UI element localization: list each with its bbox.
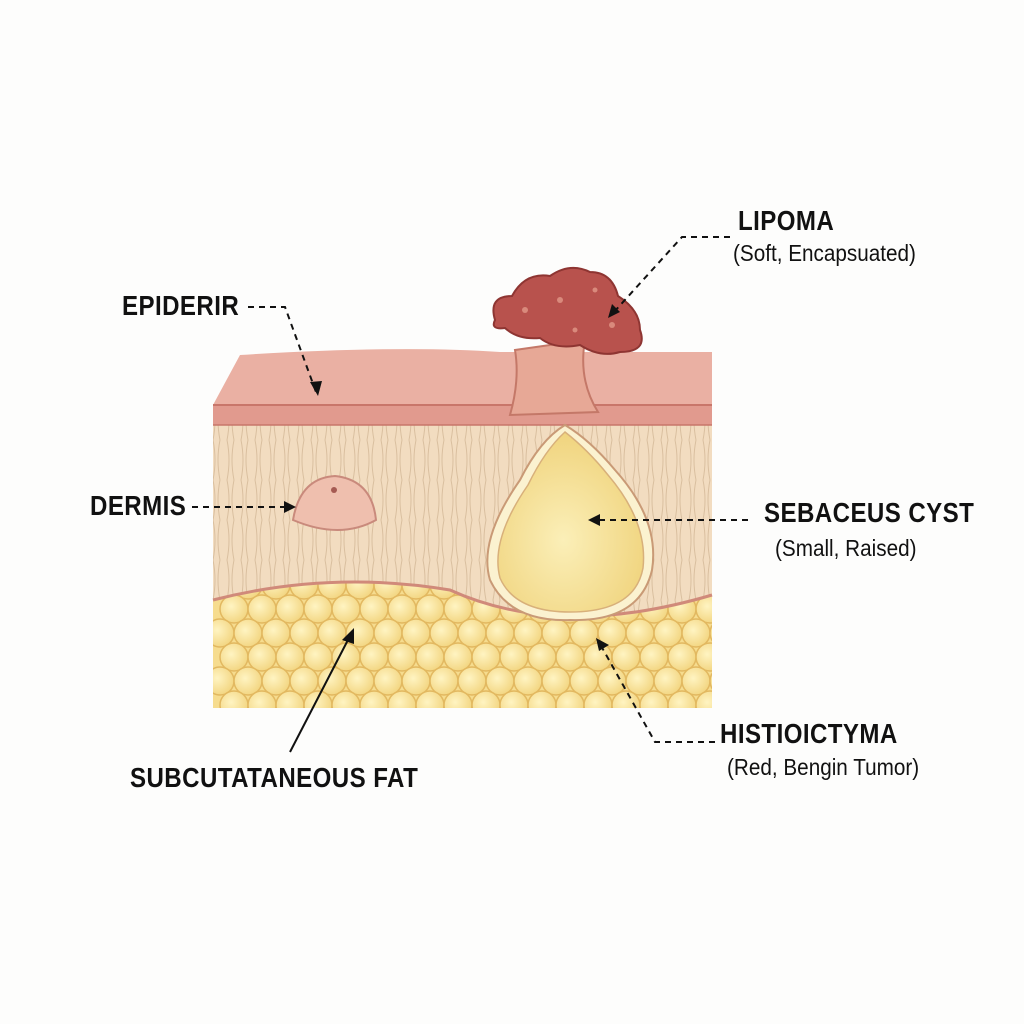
fat-cell [681, 666, 711, 696]
fat-cell [625, 618, 655, 648]
fat-leader-line [289, 635, 351, 753]
leader-lines [192, 236, 748, 743]
fat-cell [611, 690, 641, 708]
fat-cell [513, 618, 543, 648]
fat-cell [569, 618, 599, 648]
fat-cell [569, 666, 599, 696]
fat-cell [597, 666, 627, 696]
fat-cell [541, 666, 571, 696]
fat-cell [415, 594, 445, 624]
fat-cell [667, 690, 697, 708]
fat-cell [499, 642, 529, 672]
fat-cell [625, 666, 655, 696]
fat-cell [233, 618, 263, 648]
fat-cell [555, 642, 585, 672]
label-sebaceous-cyst-subtitle: (Small, Raised) [775, 535, 917, 561]
fat-cell [219, 642, 249, 672]
fat-cell [331, 642, 361, 672]
fat-cell [429, 618, 459, 648]
fat-cell [724, 643, 752, 671]
fat-cell [289, 618, 319, 648]
arrowheads [284, 304, 620, 651]
label-histiocytoma-subtitle: (Red, Bengin Tumor) [727, 754, 920, 780]
fat-cell [639, 690, 669, 708]
fat-cell [681, 618, 711, 648]
label-histiocytoma: HISTIOICTYMA [720, 718, 898, 749]
fat-cell [724, 691, 752, 719]
fat-cell [247, 642, 277, 672]
fat-cell [213, 666, 235, 696]
fat-cell [443, 690, 473, 708]
fat-cell [653, 618, 683, 648]
label-lipoma-subtitle: (Soft, Encapsuated) [733, 240, 916, 266]
label-dermis: DERMIS [90, 490, 187, 521]
fat-cell [471, 690, 501, 708]
fat-cell [401, 618, 431, 648]
fat-cell [443, 594, 473, 624]
fat-cell [317, 618, 347, 648]
fat-cell [457, 666, 487, 696]
label-subcutaneous-fat: SUBCUTATANEOUS FAT [130, 762, 419, 793]
fat-cell [485, 618, 515, 648]
fat-cell [695, 690, 712, 708]
fat-cell [345, 666, 375, 696]
fat-cell [219, 594, 249, 624]
dermal-nodule [291, 474, 378, 531]
fat-cell [373, 618, 403, 648]
fat-cell [667, 642, 697, 672]
fat-cell [611, 642, 641, 672]
fat-cell [653, 666, 683, 696]
label-epidermis: EPIDERIR [122, 290, 240, 321]
label-sebaceous-cyst: SEBACEUS CYST [764, 497, 975, 528]
fat-cell [303, 642, 333, 672]
fat-cell [247, 690, 277, 708]
fat-cell [289, 666, 319, 696]
fat-cell [583, 690, 613, 708]
fat-cell [709, 666, 712, 696]
fat-cell [261, 618, 291, 648]
fat-cell [709, 618, 712, 648]
fat-cell [359, 690, 389, 708]
fat-cell [639, 642, 669, 672]
fat-cell [709, 582, 712, 600]
fat-cell [527, 642, 557, 672]
fat-cell [513, 666, 543, 696]
fat-cell [555, 690, 585, 708]
fat-cell [471, 642, 501, 672]
fat-cell [724, 595, 752, 623]
epidermis-layer [213, 349, 712, 426]
fat-cell [429, 666, 459, 696]
fat-cell [443, 642, 473, 672]
fat-cell [527, 690, 557, 708]
fat-cell [373, 666, 403, 696]
fat-cell [359, 594, 389, 624]
sebaceous-cyst [486, 423, 655, 622]
fat-cell [247, 594, 277, 624]
fat-arrowhead [342, 628, 354, 644]
fat-cell [331, 690, 361, 708]
fat-cell [387, 594, 417, 624]
fat-cell [541, 618, 571, 648]
fat-cell [275, 594, 305, 624]
fat-cell [303, 594, 333, 624]
label-lipoma: LIPOMA [738, 205, 835, 236]
fat-cell [359, 642, 389, 672]
fat-cell [457, 618, 487, 648]
fat-cell [275, 642, 305, 672]
fat-cell [261, 666, 291, 696]
fat-cell [331, 594, 361, 624]
fat-cell [275, 690, 305, 708]
fat-cell [213, 618, 235, 648]
fat-cell [233, 666, 263, 696]
fat-cell [387, 690, 417, 708]
fat-cell [415, 642, 445, 672]
fat-cell [415, 690, 445, 708]
fat-cell [401, 666, 431, 696]
lipoma [492, 266, 643, 417]
fat-cell [485, 666, 515, 696]
fat-cell [499, 690, 529, 708]
fat-cell [387, 642, 417, 672]
fat-cell [219, 690, 249, 708]
fat-cell [695, 642, 712, 672]
